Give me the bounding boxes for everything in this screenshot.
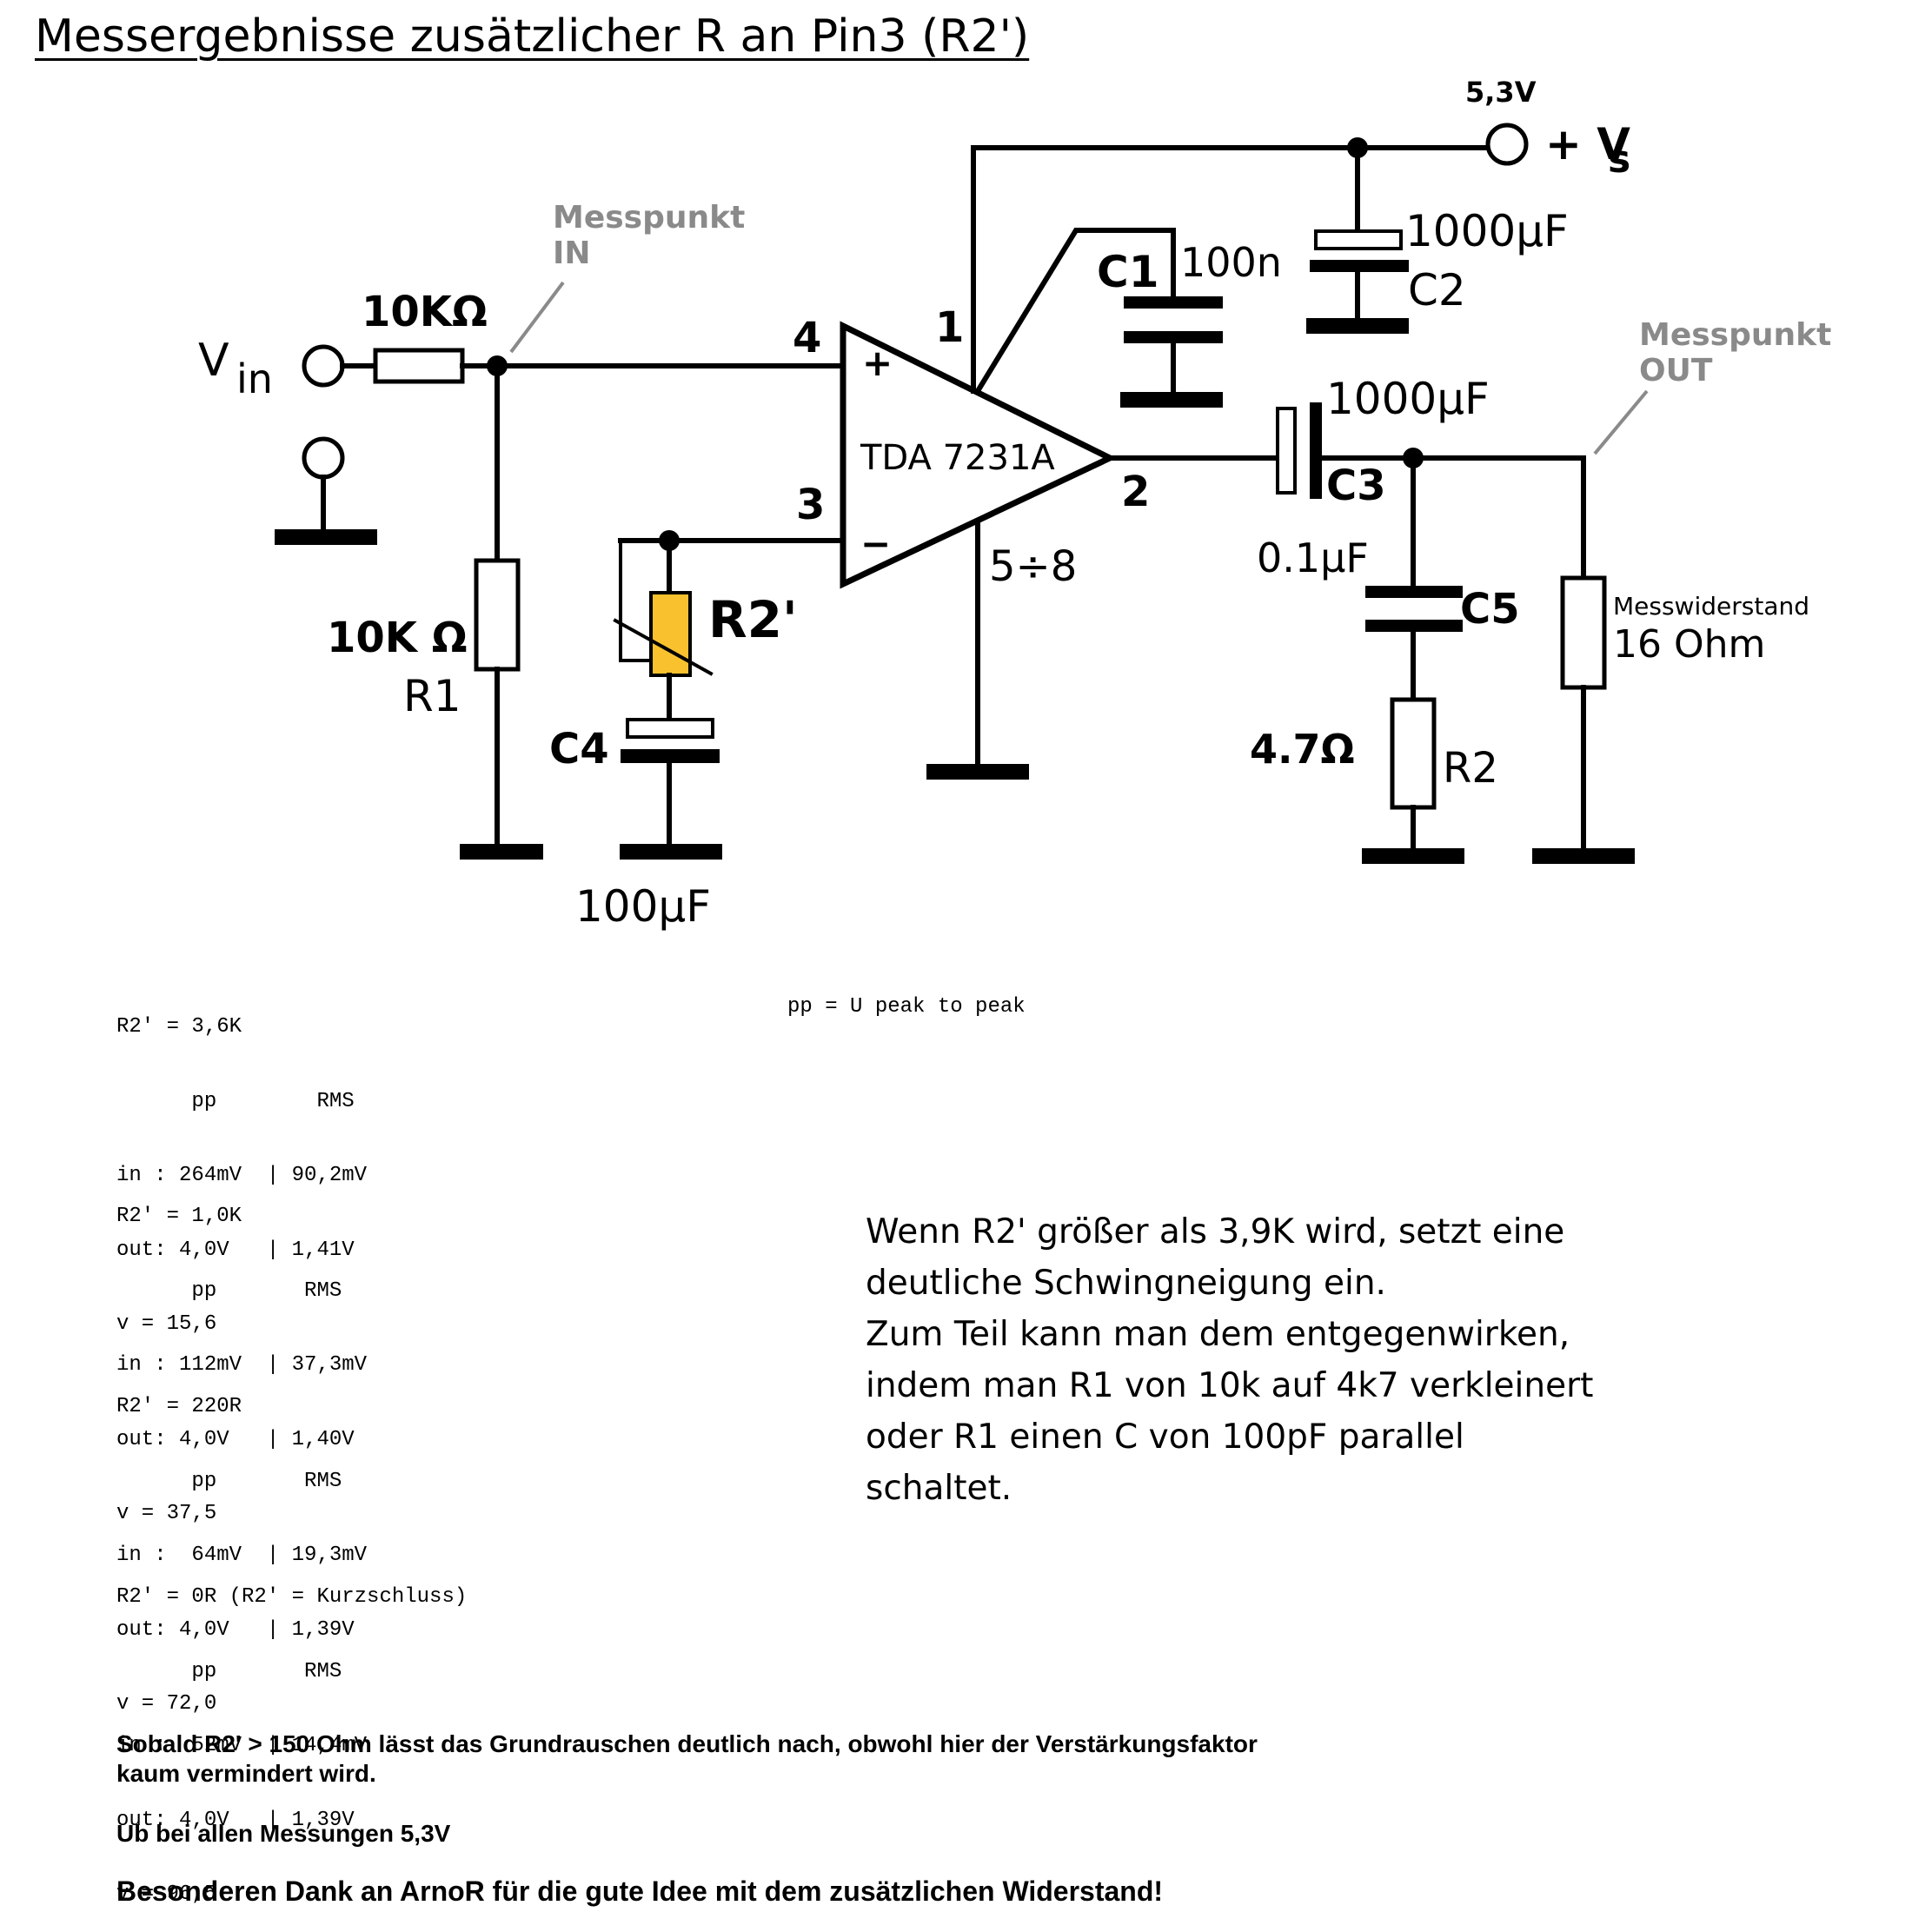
- supply-terminal: [1485, 123, 1529, 166]
- page-title: Messergebnisse zusätzlicher R an Pin3 (R…: [35, 10, 1030, 63]
- measurement-columns: pp RMS: [116, 1278, 342, 1303]
- measurement-in: in : 112mV | 37,3mV: [116, 1353, 368, 1377]
- r2-name: R2: [1443, 744, 1498, 793]
- measurement-gain: v = 15,6: [116, 1312, 217, 1336]
- supply-note: Ub bei allen Messungen 5,3V: [116, 1820, 451, 1847]
- vin-subscript: in: [236, 355, 273, 402]
- measurement-gain: v = 37,5: [116, 1502, 217, 1525]
- c2-name: C2: [1408, 265, 1466, 315]
- measurement-block: R2' = 1,0K pp RMS in : 112mV | 37,3mV ou…: [116, 1156, 367, 1551]
- plus-sign: +: [862, 342, 893, 384]
- r1-value: 10K Ω: [327, 614, 468, 662]
- c2-capacitor: [1306, 229, 1409, 334]
- r2prime-name: R2': [708, 590, 798, 649]
- measure-out-label: Messpunkt: [1639, 317, 1831, 353]
- note-line: oder R1 einen C von 100pF parallel: [866, 1417, 1464, 1457]
- ic-name: TDA 7231A: [860, 438, 1055, 478]
- measurement-out: out: 4,0V | 1,39V: [116, 1617, 355, 1642]
- noise-note: Sobald R2' > 150 Ohm lässt das Grundraus…: [116, 1730, 1258, 1789]
- r2prime-resistor: [613, 591, 714, 677]
- measure-out-pointer: [1593, 389, 1649, 455]
- measurement-header: R2' = 1,0K: [116, 1205, 242, 1228]
- pin-2-label: 2: [1121, 468, 1150, 516]
- c1-capacitor: [1120, 296, 1223, 408]
- input-resistor: [373, 348, 465, 384]
- measurement-columns: pp RMS: [116, 1659, 342, 1683]
- measurement-in: in : 52mV | 14,4mV: [116, 1734, 368, 1757]
- circuit-schematic: Messpunkt IN Messpunkt OUT V in 10KΩ 10K…: [198, 76, 1831, 932]
- measurement-gain: v = 72,0: [116, 1692, 217, 1716]
- measurement-block: R2' = 0R (R2' = Kurzschluss) pp RMS in :…: [116, 1537, 467, 1932]
- r2-value: 4.7Ω: [1250, 726, 1355, 773]
- measurement-header: R2' = 220R: [116, 1395, 242, 1418]
- load-label: Messwiderstand: [1613, 592, 1809, 621]
- c2-value: 1000µF: [1405, 206, 1569, 256]
- input-resistor-value: 10KΩ: [362, 288, 488, 336]
- pin-1-label: 1: [935, 303, 964, 352]
- c3-name: C3: [1326, 461, 1386, 510]
- measurement-in: in : 64mV | 19,3mV: [116, 1544, 368, 1567]
- c1-name: C1: [1097, 247, 1158, 297]
- c5-value: 0.1µF: [1257, 534, 1369, 581]
- note-line: deutliche Schwingneigung ein.: [866, 1264, 1386, 1303]
- measurement-out: out: 4,0V | 1,41V: [116, 1238, 355, 1262]
- note-line: indem man R1 von 10k auf 4k7 verkleinert: [866, 1366, 1594, 1405]
- minus-sign: −: [860, 522, 891, 565]
- measure-in-label: Messpunkt: [553, 200, 745, 236]
- c4-capacitor: [621, 718, 720, 763]
- measurement-out: out: 4,0V | 1,39V: [116, 1808, 355, 1832]
- measurement-block: R2' = 220R pp RMS in : 64mV | 19,3mV out…: [116, 1346, 367, 1742]
- measurement-out: out: 4,0V | 1,40V: [116, 1427, 355, 1451]
- measurement-header: R2' = 0R (R2' = Kurzschluss): [116, 1585, 468, 1609]
- c5-capacitor: [1365, 586, 1463, 632]
- c4-name: C4: [549, 725, 609, 773]
- r1-name: R1: [403, 671, 461, 721]
- pin-gnd-label: 5÷8: [989, 542, 1077, 591]
- c1-value: 100n: [1180, 239, 1282, 286]
- supply-subscript: s: [1608, 137, 1630, 182]
- ground-terminal: [302, 436, 345, 480]
- note-line: Wenn R2' größer als 3,9K wird, setzt ein…: [866, 1212, 1565, 1251]
- measurement-columns: pp RMS: [116, 1469, 342, 1493]
- r1-resistor: [474, 558, 521, 672]
- load-value: 16 Ohm: [1613, 622, 1765, 667]
- measurement-columns: pp RMS: [116, 1089, 355, 1113]
- measure-in-pointer: [509, 281, 565, 354]
- measure-in-label: IN: [553, 236, 591, 271]
- supply-voltage: 5,3V: [1465, 76, 1537, 109]
- pp-note: pp = U peak to peak: [787, 995, 1026, 1019]
- c3-capacitor: [1276, 402, 1322, 499]
- pin-3-label: 3: [796, 481, 825, 529]
- noise-note-line: Sobald R2' > 150 Ohm lässt das Grundraus…: [116, 1730, 1258, 1757]
- noise-note-line: kaum vermindert wird.: [116, 1760, 376, 1787]
- note-line: Zum Teil kann man dem entgegenwirken,: [866, 1315, 1570, 1354]
- measurement-block: R2' = 3,6K pp RMS in : 264mV | 90,2mV ou…: [116, 966, 367, 1362]
- vin-terminal: [302, 344, 345, 388]
- c5-name: C5: [1460, 585, 1520, 634]
- oscillation-note: Wenn R2' größer als 3,9K wird, setzt ein…: [866, 1206, 1735, 1514]
- note-line: schaltet.: [866, 1469, 1012, 1508]
- measurement-gain: v = 96,5: [116, 1882, 217, 1906]
- measurement-header: R2' = 3,6K: [116, 1015, 242, 1039]
- measure-out-label: OUT: [1639, 353, 1713, 388]
- load-resistor: [1560, 575, 1607, 690]
- pin-4-label: 4: [793, 314, 821, 362]
- c4-value: 100µF: [575, 881, 711, 932]
- vin-label: V: [198, 335, 229, 387]
- thanks-note: Besonderen Dank an ArnoR für die gute Id…: [116, 1876, 1164, 1907]
- measurement-in: in : 264mV | 90,2mV: [116, 1164, 368, 1187]
- r2-resistor: [1390, 697, 1437, 810]
- c3-value: 1000µF: [1326, 374, 1490, 424]
- supply-label: + V: [1545, 119, 1630, 169]
